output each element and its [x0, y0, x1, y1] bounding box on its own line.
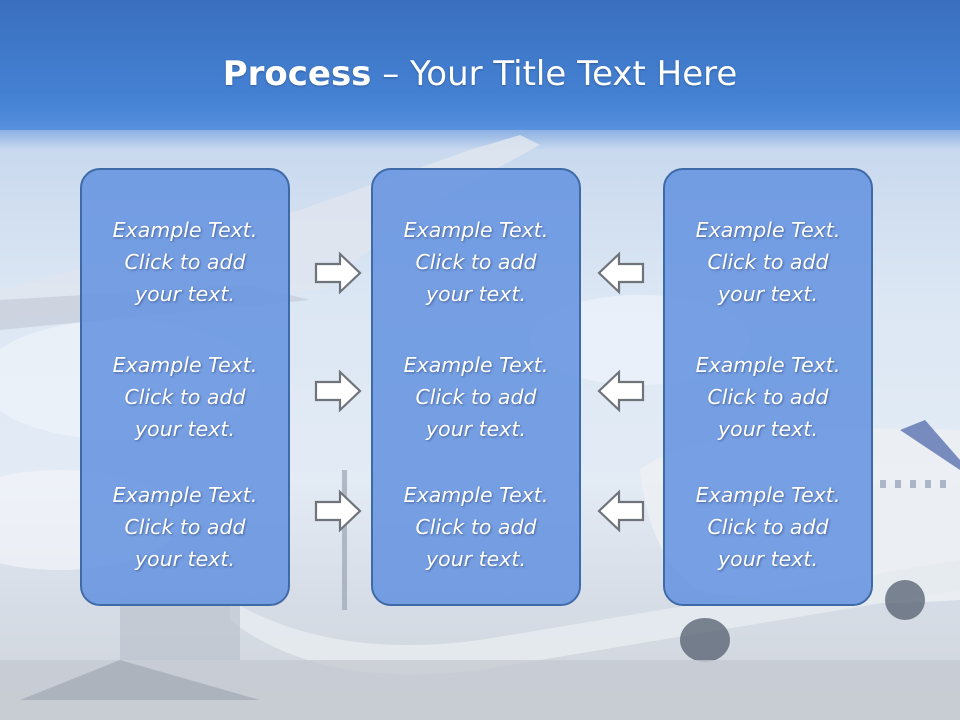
title-bar: [0, 0, 960, 130]
right-arrow-icon: [313, 489, 363, 533]
text-placeholder[interactable]: Example Text. Click to add your text.: [112, 483, 258, 571]
left-arrow-icon: [596, 369, 646, 413]
text-placeholder[interactable]: Example Text. Click to add your text.: [695, 218, 841, 306]
left-arrow-icon: [596, 251, 646, 295]
right-arrow-icon: [313, 251, 363, 295]
text-placeholder[interactable]: Example Text. Click to add your text.: [112, 353, 258, 441]
text-placeholder[interactable]: Example Text. Click to add your text.: [112, 218, 258, 306]
text-placeholder[interactable]: Example Text. Click to add your text.: [695, 483, 841, 571]
text-placeholder[interactable]: Example Text. Click to add your text.: [695, 353, 841, 441]
slide-title[interactable]: Process – Your Title Text Here: [0, 52, 960, 96]
left-arrow-icon: [596, 489, 646, 533]
title-rest-text: – Your Title Text Here: [371, 54, 738, 94]
text-placeholder[interactable]: Example Text. Click to add your text.: [403, 353, 549, 441]
text-placeholder[interactable]: Example Text. Click to add your text.: [403, 483, 549, 571]
text-placeholder[interactable]: Example Text. Click to add your text.: [403, 218, 549, 306]
process-box-right[interactable]: Example Text. Click to add your text. Ex…: [663, 168, 873, 606]
process-box-left[interactable]: Example Text. Click to add your text. Ex…: [80, 168, 290, 606]
process-box-center[interactable]: Example Text. Click to add your text. Ex…: [371, 168, 581, 606]
title-bold-text: Process: [222, 54, 372, 94]
right-arrow-icon: [313, 369, 363, 413]
